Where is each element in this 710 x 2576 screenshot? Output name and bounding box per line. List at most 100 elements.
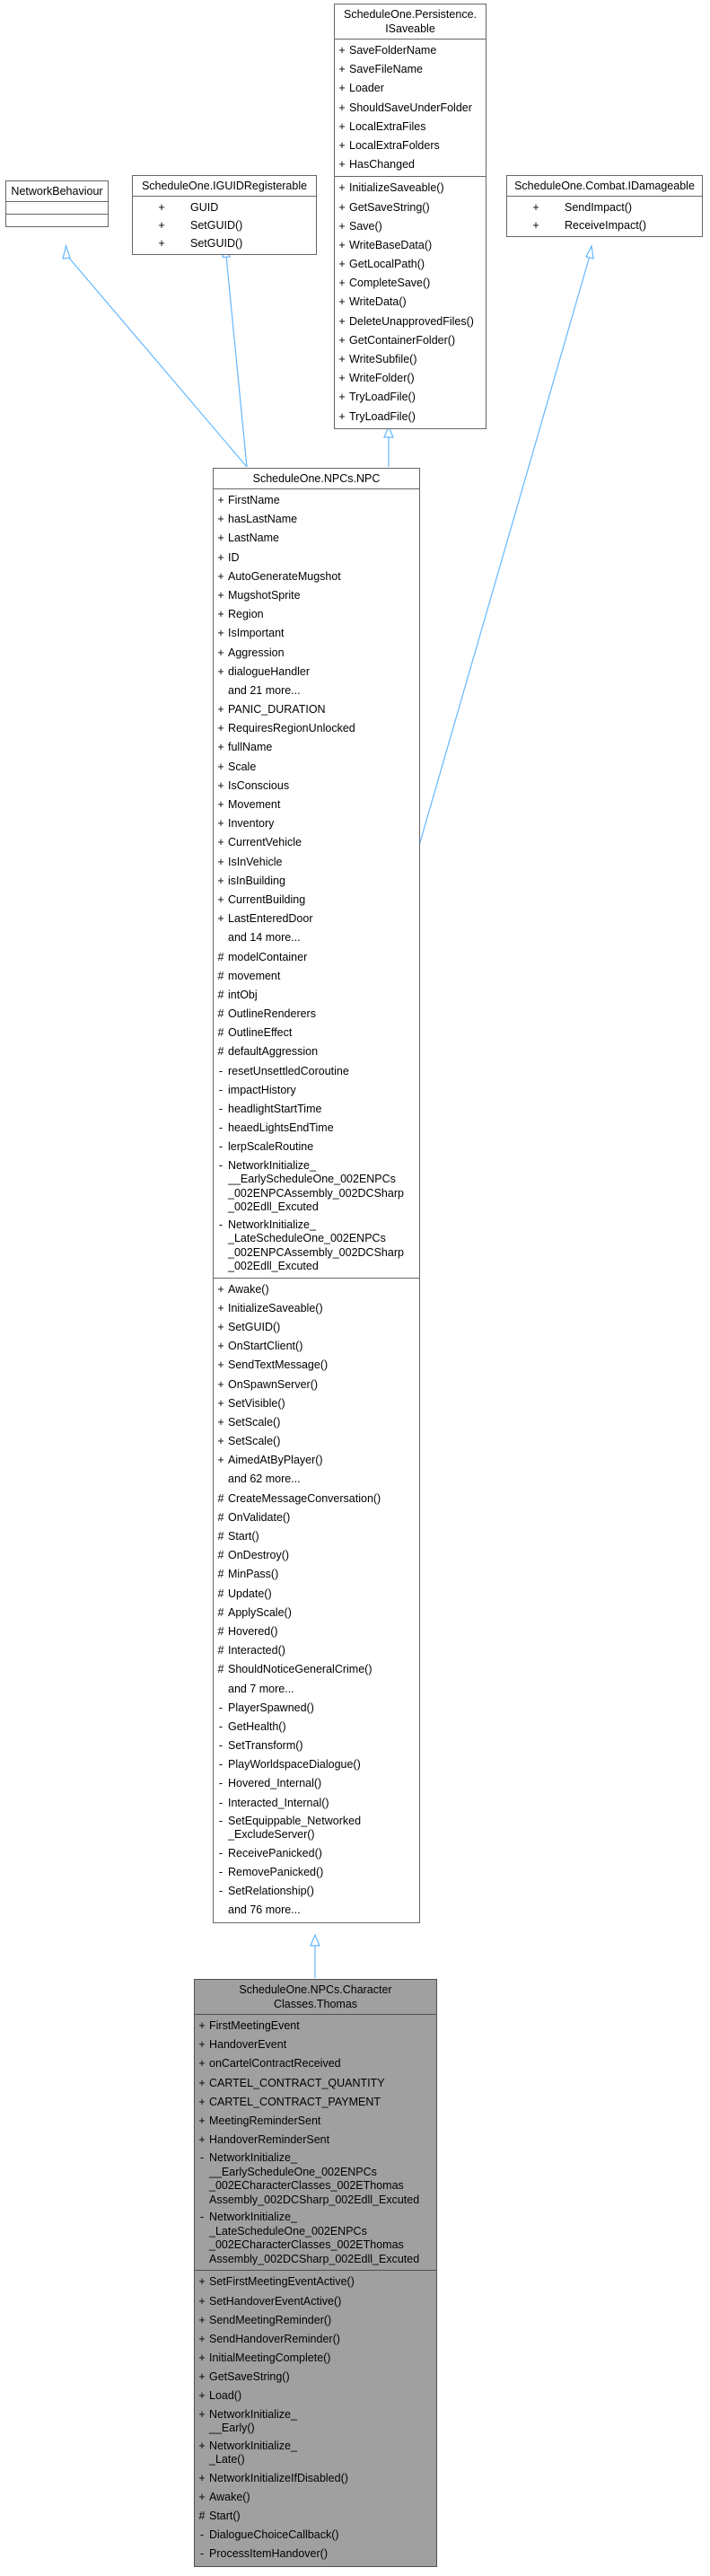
- member-row[interactable]: #OutlineEffect: [214, 1024, 419, 1042]
- member-row[interactable]: +TryLoadFile(): [335, 408, 486, 426]
- member-row[interactable]: +ShouldSaveUnderFolder: [335, 99, 486, 118]
- member-row[interactable]: +LocalExtraFolders: [335, 136, 486, 155]
- member-row[interactable]: #Start(): [195, 2507, 436, 2526]
- member-row[interactable]: +AimedAtByPlayer(): [214, 1451, 419, 1470]
- member-row[interactable]: #modelContainer: [214, 948, 419, 967]
- member-row[interactable]: +Awake(): [214, 1280, 419, 1299]
- member-row[interactable]: +IsInVehicle: [214, 853, 419, 872]
- member-row[interactable]: +IsConscious: [214, 777, 419, 796]
- member-row[interactable]: +HandoverReminderSent: [195, 2131, 436, 2150]
- member-row[interactable]: -impactHistory: [214, 1081, 419, 1100]
- member-row[interactable]: #ShouldNoticeGeneralCrime(): [214, 1660, 419, 1679]
- member-row[interactable]: #OutlineRenderers: [214, 1005, 419, 1024]
- member-row[interactable]: #defaultAggression: [214, 1042, 419, 1061]
- member-row[interactable]: +FirstName: [214, 491, 419, 510]
- member-row[interactable]: +SetVisible(): [214, 1394, 419, 1413]
- member-row[interactable]: #ApplyScale(): [214, 1604, 419, 1622]
- member-row[interactable]: +Awake(): [195, 2488, 436, 2507]
- member-row[interactable]: +fullName: [214, 738, 419, 757]
- member-row[interactable]: +RequiresRegionUnlocked: [214, 719, 419, 738]
- member-row[interactable]: #OnDestroy(): [214, 1546, 419, 1565]
- member-row[interactable]: +Loader: [335, 79, 486, 98]
- member-row[interactable]: +Load(): [195, 2387, 436, 2405]
- member-row[interactable]: +WriteFolder(): [335, 369, 486, 388]
- member-row[interactable]: +Save(): [335, 217, 486, 236]
- member-row[interactable]: -RemovePanicked(): [214, 1863, 419, 1882]
- member-row[interactable]: +GUID: [133, 198, 316, 216]
- member-row[interactable]: +Movement: [214, 796, 419, 814]
- member-row[interactable]: +Region: [214, 605, 419, 624]
- member-row[interactable]: #CreateMessageConversation(): [214, 1490, 419, 1508]
- member-row[interactable]: +Aggression: [214, 644, 419, 663]
- member-row[interactable]: -Interacted_Internal(): [214, 1794, 419, 1813]
- member-row[interactable]: #Interacted(): [214, 1641, 419, 1660]
- member-row[interactable]: and 7 more...: [214, 1680, 419, 1699]
- member-row[interactable]: +PANIC_DURATION: [214, 700, 419, 719]
- member-row[interactable]: +Scale: [214, 758, 419, 777]
- member-row[interactable]: +InitializeSaveable(): [214, 1299, 419, 1318]
- member-row[interactable]: -Hovered_Internal(): [214, 1774, 419, 1793]
- member-row[interactable]: -DialogueChoiceCallback(): [195, 2526, 436, 2545]
- member-row[interactable]: +SetScale(): [214, 1413, 419, 1432]
- member-row[interactable]: and 21 more...: [214, 681, 419, 700]
- member-row[interactable]: -lerpScaleRoutine: [214, 1138, 419, 1156]
- member-row[interactable]: +SetScale(): [214, 1432, 419, 1451]
- member-row[interactable]: #movement: [214, 967, 419, 986]
- member-row[interactable]: +GetContainerFolder(): [335, 331, 486, 350]
- member-row[interactable]: and 76 more...: [214, 1901, 419, 1920]
- member-row[interactable]: +MugshotSprite: [214, 586, 419, 605]
- class-thomas[interactable]: ScheduleOne.NPCs.Character Classes.Thoma…: [194, 1979, 437, 2567]
- member-row[interactable]: +GetSaveString(): [195, 2368, 436, 2387]
- member-row[interactable]: -SetRelationship(): [214, 1882, 419, 1901]
- member-row[interactable]: -SetEquippable_Networked _ExcludeServer(…: [214, 1813, 419, 1844]
- member-row[interactable]: +LastName: [214, 529, 419, 548]
- member-row[interactable]: +dialogueHandler: [214, 663, 419, 681]
- member-row[interactable]: -GetHealth(): [214, 1718, 419, 1736]
- member-row[interactable]: +CARTEL_CONTRACT_PAYMENT: [195, 2093, 436, 2112]
- member-row[interactable]: +SetGUID(): [214, 1318, 419, 1337]
- member-row[interactable]: +WriteBaseData(): [335, 236, 486, 255]
- member-row[interactable]: +SetHandoverEventActive(): [195, 2292, 436, 2311]
- member-row[interactable]: +CompleteSave(): [335, 274, 486, 293]
- member-row[interactable]: +NetworkInitialize_ __Early(): [195, 2406, 436, 2438]
- member-row[interactable]: +FirstMeetingEvent: [195, 2017, 436, 2035]
- member-row[interactable]: +hasLastName: [214, 510, 419, 529]
- member-row[interactable]: and 14 more...: [214, 928, 419, 947]
- member-row[interactable]: -ProcessItemHandover(): [195, 2545, 436, 2563]
- member-row[interactable]: +InitialMeetingComplete(): [195, 2349, 436, 2368]
- member-row[interactable]: +GetSaveString(): [335, 198, 486, 217]
- member-row[interactable]: #Start(): [214, 1527, 419, 1546]
- member-row[interactable]: #MinPass(): [214, 1565, 419, 1584]
- member-row[interactable]: +SetGUID(): [133, 216, 316, 234]
- member-row[interactable]: +SendHandoverReminder(): [195, 2330, 436, 2349]
- member-row[interactable]: +OnSpawnServer(): [214, 1376, 419, 1394]
- member-row[interactable]: +NetworkInitializeIfDisabled(): [195, 2469, 436, 2488]
- member-row[interactable]: +WriteData(): [335, 293, 486, 312]
- class-networkbehaviour[interactable]: NetworkBehaviour: [5, 180, 109, 227]
- member-row[interactable]: and 62 more...: [214, 1470, 419, 1489]
- member-row[interactable]: #Hovered(): [214, 1622, 419, 1641]
- member-row[interactable]: +Inventory: [214, 814, 419, 833]
- member-row[interactable]: +SetFirstMeetingEventActive(): [195, 2273, 436, 2291]
- member-row[interactable]: #Update(): [214, 1585, 419, 1604]
- member-row[interactable]: -resetUnsettledCoroutine: [214, 1062, 419, 1081]
- member-row[interactable]: +LastEnteredDoor: [214, 910, 419, 928]
- member-row[interactable]: +SendMeetingReminder(): [195, 2311, 436, 2330]
- member-row[interactable]: +InitializeSaveable(): [335, 179, 486, 198]
- member-row[interactable]: -NetworkInitialize_ __EarlyScheduleOne_0…: [214, 1157, 419, 1217]
- member-row[interactable]: -PlayerSpawned(): [214, 1699, 419, 1718]
- member-row[interactable]: -NetworkInitialize_ _LateScheduleOne_002…: [195, 2209, 436, 2268]
- class-isaveable[interactable]: ScheduleOne.Persistence. ISaveable +Save…: [334, 4, 486, 429]
- member-row[interactable]: -SetTransform(): [214, 1736, 419, 1755]
- member-row[interactable]: +MeetingReminderSent: [195, 2112, 436, 2131]
- member-row[interactable]: +ReceiveImpact(): [507, 216, 702, 234]
- member-row[interactable]: #OnValidate(): [214, 1508, 419, 1527]
- member-row[interactable]: +CurrentBuilding: [214, 891, 419, 910]
- member-row[interactable]: +WriteSubfile(): [335, 350, 486, 369]
- member-row[interactable]: #intObj: [214, 986, 419, 1005]
- member-row[interactable]: +IsImportant: [214, 624, 419, 643]
- member-row[interactable]: +CurrentVehicle: [214, 833, 419, 852]
- member-row[interactable]: -PlayWorldspaceDialogue(): [214, 1755, 419, 1774]
- member-row[interactable]: +SetGUID(): [133, 234, 316, 252]
- member-row[interactable]: +SaveFolderName: [335, 41, 486, 60]
